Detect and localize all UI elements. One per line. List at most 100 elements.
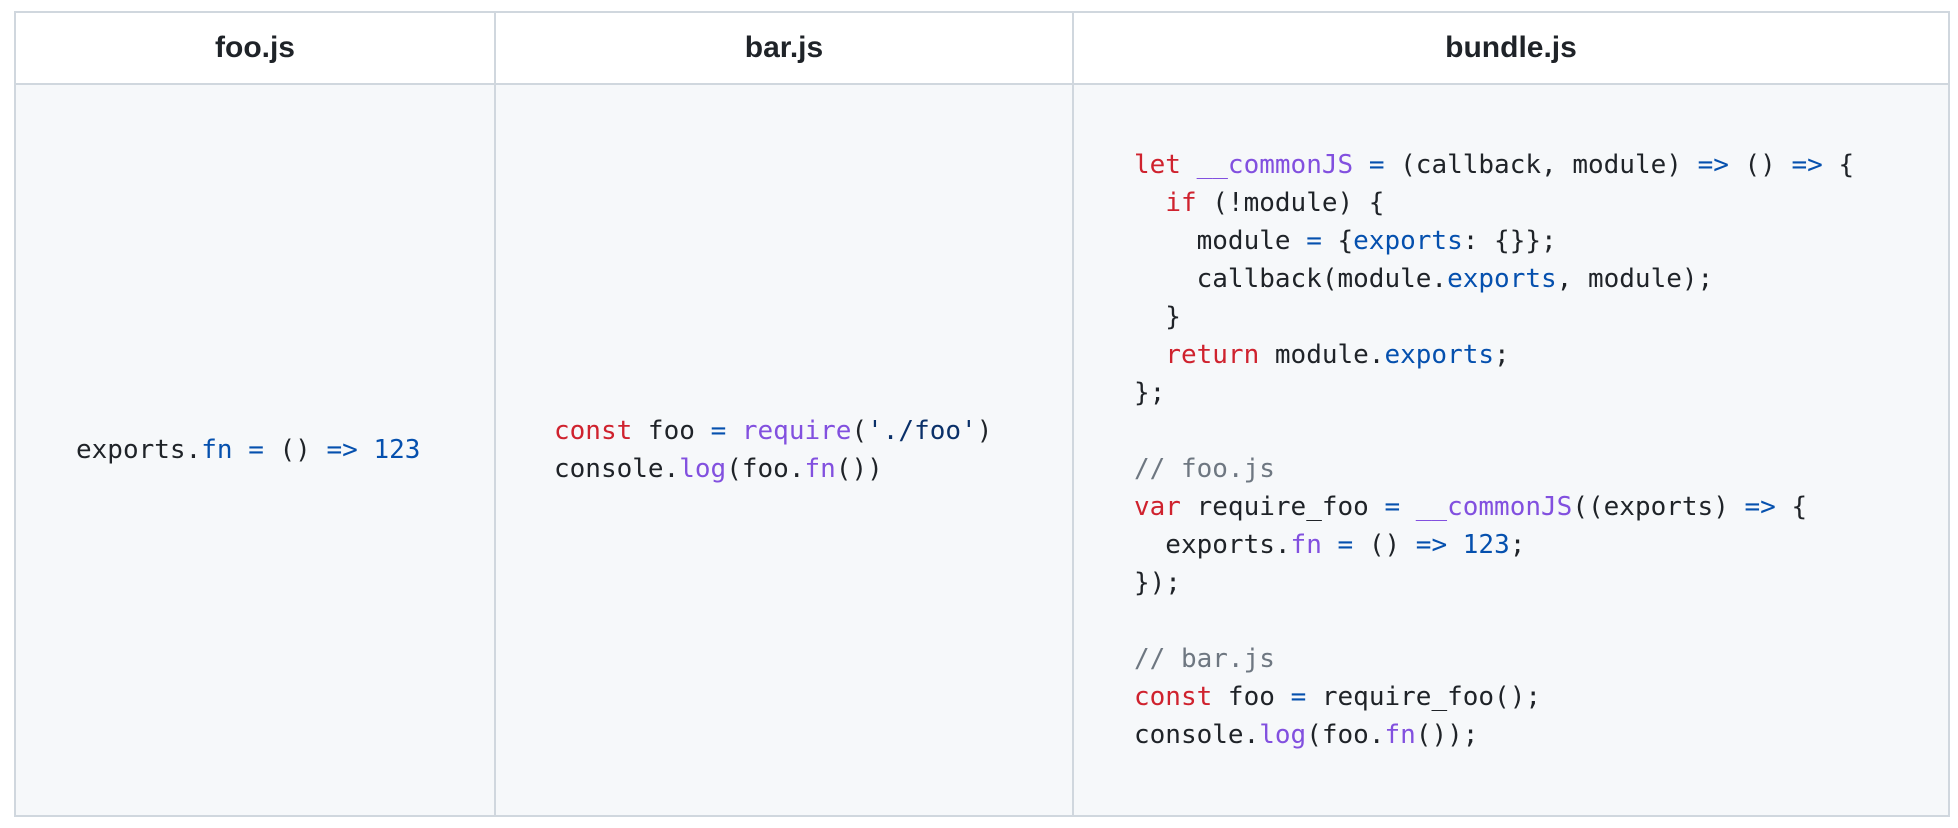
text-token: callback(module. — [1134, 264, 1448, 294]
text-token — [1134, 340, 1165, 370]
text-token — [1134, 188, 1165, 218]
column-header-bar-js: bar.js — [494, 11, 1074, 85]
function-token: __commonJS — [1415, 492, 1573, 522]
foo-js-code-cell: exports.fn = () => 123 — [14, 83, 496, 817]
keyword-token: const — [1134, 682, 1213, 712]
text-token: () — [1368, 530, 1416, 560]
property-token: fn — [201, 435, 233, 465]
operator-token: = — [1384, 492, 1401, 522]
code-line: var require_foo = __commonJS((exports) =… — [1134, 488, 1948, 526]
bundle-js-code-cell: let __commonJS = (callback, module) => (… — [1072, 83, 1950, 817]
function-token: fn — [1384, 720, 1416, 750]
column-header-bundle-js: bundle.js — [1072, 11, 1950, 85]
bundle-js-code-block: let __commonJS = (callback, module) => (… — [1074, 146, 1948, 754]
text-token: ; — [1509, 530, 1526, 560]
text-token — [358, 435, 374, 465]
text-token: require_foo — [1180, 492, 1385, 522]
code-line: ​ — [1134, 412, 1948, 450]
code-line: // bar.js — [1134, 640, 1948, 678]
text-token: (foo. — [726, 454, 805, 484]
table-header-row: foo.js bar.js bundle.js — [14, 11, 1950, 85]
keyword-token: let — [1134, 150, 1181, 180]
text-token: { — [1775, 492, 1808, 522]
text-token: (!module) { — [1196, 188, 1385, 218]
bar-js-code-cell: const foo = require('./foo')console.log(… — [494, 83, 1074, 817]
column-header-foo-js: foo.js — [14, 11, 496, 85]
text-token: }; — [1134, 378, 1166, 408]
comment-token: // foo.js — [1134, 454, 1275, 484]
text-token: { — [1321, 226, 1354, 256]
code-line: }; — [1134, 374, 1948, 412]
code-line: if (!module) { — [1134, 184, 1948, 222]
operator-token: => — [326, 435, 358, 465]
string-token: './foo' — [867, 416, 977, 446]
code-line: exports.fn = () => 123; — [1134, 526, 1948, 564]
function-token: __commonJS — [1196, 150, 1354, 180]
property-token: exports — [1384, 340, 1495, 370]
code-line: const foo = require_foo(); — [1134, 678, 1948, 716]
text-token: module. — [1259, 340, 1385, 370]
code-line: module = {exports: {}}; — [1134, 222, 1948, 260]
operator-token: = — [710, 416, 727, 446]
text-token: (callback, module) — [1384, 150, 1698, 180]
code-line: console.log(foo.fn()) — [554, 450, 1072, 488]
operator-token: = — [232, 435, 280, 465]
text-token: }); — [1134, 568, 1181, 598]
operator-token: = — [1290, 682, 1307, 712]
code-line: let __commonJS = (callback, module) => (… — [1134, 146, 1948, 184]
text-token: ((exports) — [1572, 492, 1745, 522]
operator-token: = — [1368, 150, 1385, 180]
operator-token: => — [1415, 530, 1448, 560]
property-token: exports — [1447, 264, 1557, 294]
keyword-token: if — [1165, 188, 1197, 218]
property-token: exports — [1353, 226, 1463, 256]
keyword-token: return — [1165, 340, 1260, 370]
text-token: exports. — [1134, 530, 1291, 560]
text-token: module — [1134, 226, 1307, 256]
code-line: const foo = require('./foo') — [554, 412, 1072, 450]
code-line: ​ — [1134, 602, 1948, 640]
bar-js-code-block: const foo = require('./foo')console.log(… — [496, 412, 1072, 488]
operator-token: => — [1697, 150, 1729, 180]
number-token: 123 — [1462, 530, 1510, 560]
code-line: console.log(foo.fn()); — [1134, 716, 1948, 754]
text-token: foo — [632, 416, 711, 446]
function-token: log — [679, 454, 727, 484]
text-token: : {}}; — [1462, 226, 1557, 256]
text-token: ()) — [835, 454, 883, 484]
text-token: () — [279, 435, 327, 465]
text-token — [1400, 492, 1416, 522]
text-token: { — [1822, 150, 1855, 180]
text-token: ) — [976, 416, 993, 446]
code-line: } — [1134, 298, 1948, 336]
text-token: } — [1134, 302, 1181, 332]
operator-token: => — [1791, 150, 1823, 180]
function-token: require — [741, 416, 852, 446]
text-token — [1447, 530, 1463, 560]
text-token — [726, 416, 742, 446]
code-line: exports.fn = () => 123 — [76, 431, 494, 469]
text-token: exports. — [76, 435, 202, 465]
keyword-token: var — [1134, 492, 1181, 522]
code-line: }); — [1134, 564, 1948, 602]
code-line: callback(module.exports, module); — [1134, 260, 1948, 298]
function-token: fn — [1290, 530, 1322, 560]
text-token: , module); — [1556, 264, 1714, 294]
comment-token: // bar.js — [1134, 644, 1275, 674]
number-token: 123 — [373, 435, 421, 465]
function-token: fn — [804, 454, 836, 484]
code-comparison-table: foo.js bar.js bundle.js exports.fn = () … — [14, 11, 1950, 817]
operator-token: => — [1744, 492, 1776, 522]
text-token — [1181, 150, 1197, 180]
text-token: () — [1728, 150, 1792, 180]
table-row: exports.fn = () => 123 const foo = requi… — [14, 83, 1950, 817]
operator-token: = — [1306, 226, 1322, 256]
text-token: require_foo(); — [1306, 682, 1542, 712]
text-token: console. — [554, 454, 680, 484]
text-token: ; — [1494, 340, 1510, 370]
foo-js-code-block: exports.fn = () => 123 — [16, 431, 494, 469]
text-token: (foo. — [1306, 720, 1385, 750]
text-token: console. — [1134, 720, 1260, 750]
code-line: return module.exports; — [1134, 336, 1948, 374]
keyword-token: const — [554, 416, 633, 446]
